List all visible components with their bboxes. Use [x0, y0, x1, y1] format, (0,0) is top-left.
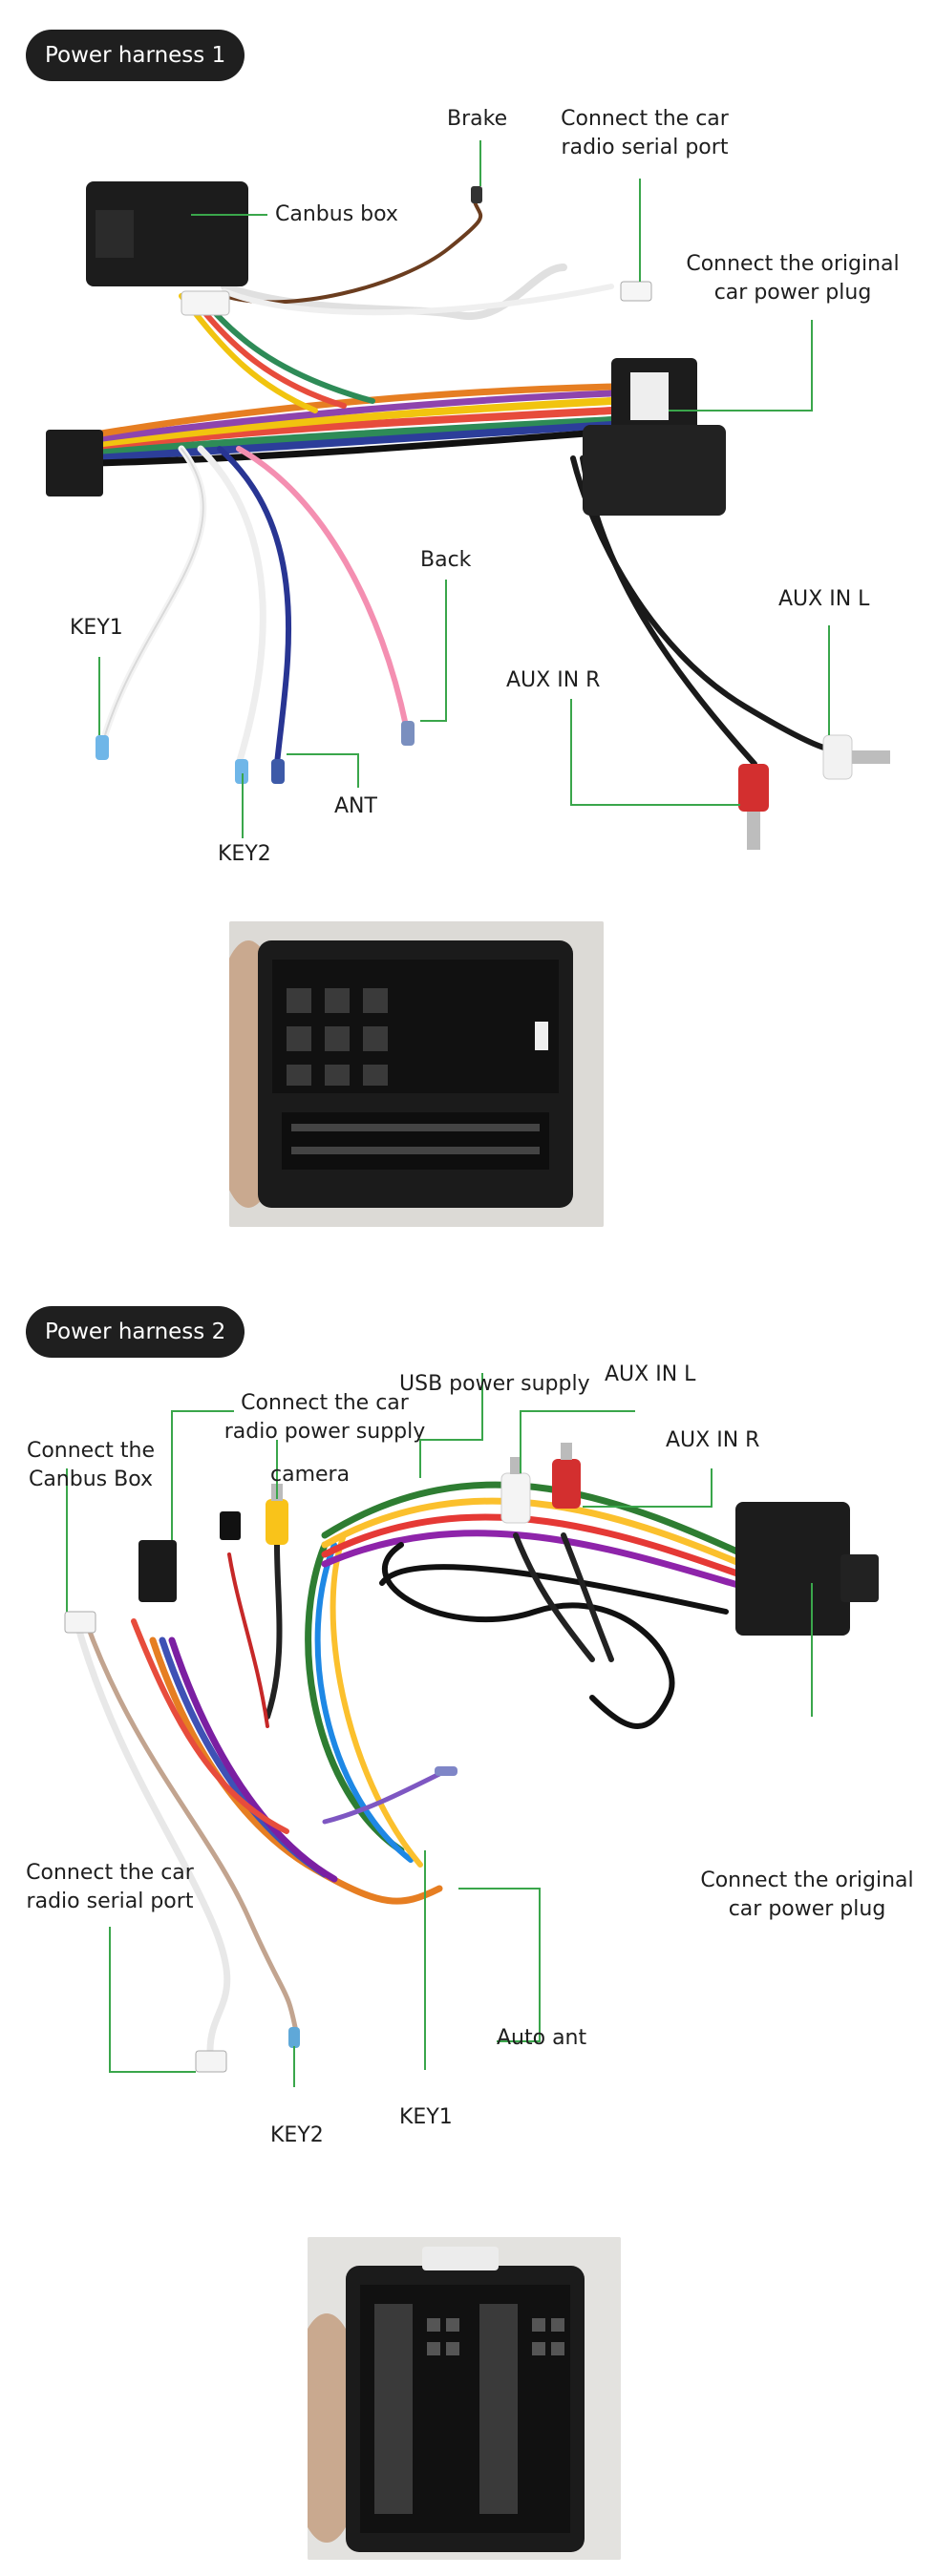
section-badge-harness-1: Power harness 1	[26, 30, 245, 81]
label-aux-in-r-2: AUX IN R	[666, 1428, 760, 1452]
original-power-plug-1	[583, 358, 726, 516]
radio-power-plug	[220, 1511, 241, 1540]
aux-in-l-plug	[822, 734, 890, 780]
aux-in-l-plug-2	[500, 1457, 531, 1524]
label-camera: camera	[270, 1463, 351, 1487]
aux-in-r-plug	[738, 764, 769, 850]
label-usb-power: USB power supply	[399, 1372, 590, 1396]
label-original-plug-2-line1: Connect the original	[700, 1869, 914, 1892]
label-canbus-box: Canbus box	[275, 202, 398, 226]
label-original-plug-2-line2: car power plug	[728, 1897, 886, 1921]
label-radio-power-line1: Connect the car	[241, 1391, 409, 1415]
harness-1-diagram	[46, 140, 890, 850]
label-original-plug-line1: Connect the original	[686, 252, 900, 276]
label-ant: ANT	[334, 794, 377, 818]
label-serial-port-2-line1: Connect the car	[26, 1861, 194, 1885]
serial-port-plug-2	[195, 2050, 227, 2073]
harness-2-diagram	[64, 1373, 879, 2087]
label-key1: KEY1	[70, 616, 123, 640]
label-original-plug-line2: car power plug	[713, 281, 872, 305]
connector-photo-2	[308, 2237, 621, 2560]
section-badge-harness-2: Power harness 2	[26, 1306, 245, 1358]
label-key2-2: KEY2	[270, 2123, 324, 2147]
label-radio-power-line2: radio power supply	[223, 1420, 426, 1444]
original-power-plug-2	[735, 1502, 879, 1636]
canbus-box-1	[86, 181, 248, 316]
canbus-connector-2	[138, 1540, 177, 1602]
left-plug-1	[46, 430, 103, 496]
label-aux-in-l: AUX IN L	[778, 587, 870, 611]
label-back: Back	[420, 548, 472, 572]
aux-in-r-plug-2	[552, 1443, 581, 1509]
label-canbus-line2: Canbus Box	[28, 1467, 154, 1491]
canbus-white-plug	[64, 1611, 96, 1634]
label-brake: Brake	[447, 107, 508, 131]
label-key1-2: KEY1	[399, 2105, 453, 2129]
label-serial-port-2-line2: radio serial port	[26, 1890, 194, 1913]
label-aux-in-l-2: AUX IN L	[605, 1362, 696, 1386]
serial-port-plug-1	[620, 281, 652, 302]
label-key2: KEY2	[218, 842, 271, 866]
brake-tip	[471, 186, 482, 203]
label-serial-port-line1: Connect the car	[561, 107, 729, 131]
label-canbus-line1: Connect the	[26, 1439, 156, 1463]
label-aux-in-r: AUX IN R	[506, 668, 601, 692]
connector-photo-1	[229, 921, 604, 1227]
label-serial-port-line2: radio serial port	[561, 136, 729, 159]
label-auto-ant: Auto ant	[497, 2026, 587, 2050]
